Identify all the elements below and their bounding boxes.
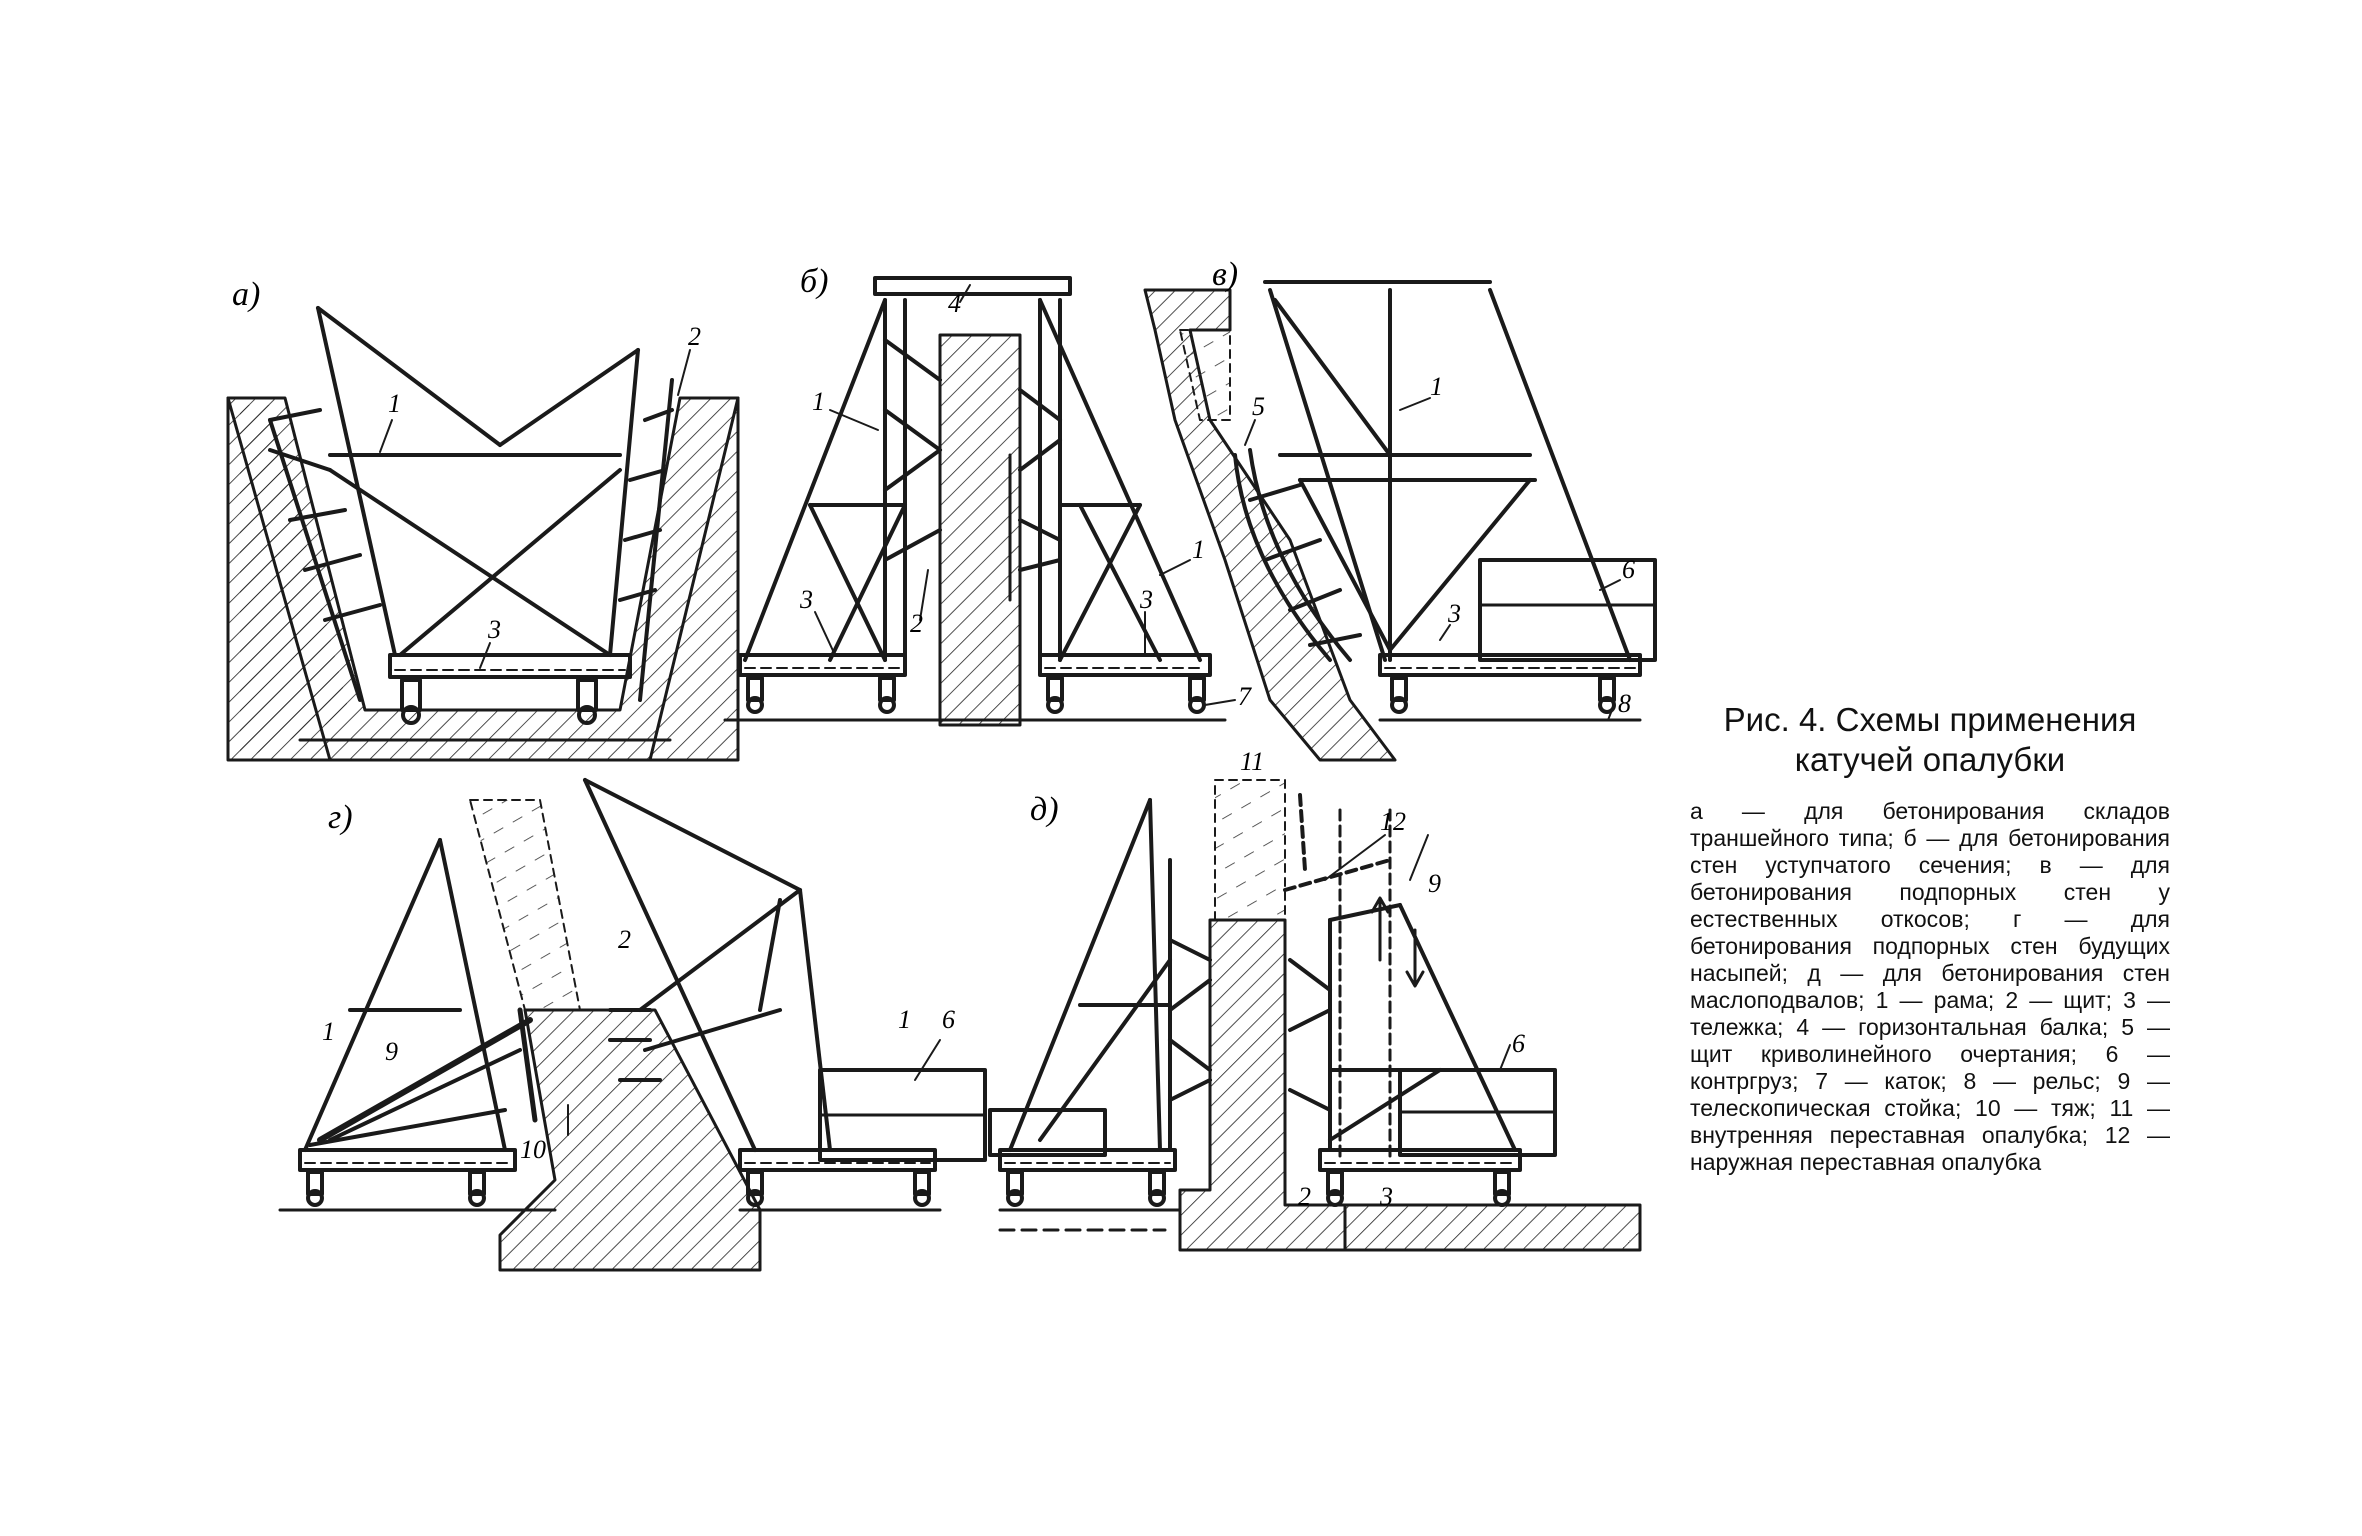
callout-g-6: 6 <box>942 1005 955 1034</box>
figure-caption: Рис. 4. Схемы применения катучей опалубк… <box>1690 700 2170 1176</box>
callout-d-3: 3 <box>1379 1182 1393 1211</box>
callout-b-3-right: 3 <box>1139 585 1153 614</box>
callout-g-10: 10 <box>520 1135 546 1164</box>
horizontal-beam <box>873 276 1072 296</box>
caption-legend: а — для бетонирования складов траншейног… <box>1690 798 2170 1175</box>
panel-label-g: г) <box>328 799 353 836</box>
callout-d-9: 9 <box>1428 869 1441 898</box>
callout-a-1: 1 <box>388 389 401 418</box>
callout-b-1-right: 1 <box>1192 535 1205 564</box>
caption-title-line-1: Рис. 4. Схемы применения <box>1723 701 2137 738</box>
callout-b-7: 7 <box>1238 682 1252 711</box>
callout-g-1-left: 1 <box>322 1017 335 1046</box>
callout-g-1-right: 1 <box>898 1005 911 1034</box>
caption-title: Рис. 4. Схемы применения катучей опалубк… <box>1690 700 2170 780</box>
basement-wall <box>1178 918 1347 1252</box>
counterweight <box>1478 558 1657 662</box>
panel-label-b: б) <box>800 263 828 300</box>
stepped-wall <box>938 333 1022 727</box>
panel-label-a: а) <box>232 276 260 313</box>
callout-g-2: 2 <box>618 925 631 954</box>
callout-b-4: 4 <box>948 289 961 318</box>
panel-b-drawing <box>723 276 1227 727</box>
panel-a-drawing <box>226 306 740 762</box>
callout-v-3: 3 <box>1447 599 1461 628</box>
callout-v-6: 6 <box>1622 555 1635 584</box>
callout-d-6: 6 <box>1512 1029 1525 1058</box>
inner-formwork <box>1214 779 1286 921</box>
frame-right-post <box>608 348 640 657</box>
callout-d-2: 2 <box>1298 1182 1311 1211</box>
caption-title-line-2: катучей опалубки <box>1794 741 2066 778</box>
callout-d-11: 11 <box>1240 747 1264 776</box>
future-embankment <box>469 799 581 1011</box>
callout-v-8: 8 <box>1618 689 1631 718</box>
callout-a-3: 3 <box>487 615 501 644</box>
panel-v-drawing <box>1143 280 1657 762</box>
callout-v-5: 5 <box>1252 392 1265 421</box>
callout-v-1: 1 <box>1430 372 1443 401</box>
telescopic-strut <box>317 1017 533 1143</box>
callout-b-2: 2 <box>910 609 923 638</box>
panel-g-drawing <box>278 778 987 1272</box>
panel-label-d: д) <box>1030 791 1059 828</box>
frame-left-post <box>316 306 397 657</box>
panel-label-v: в) <box>1212 256 1238 293</box>
callout-b-1-left: 1 <box>812 387 825 416</box>
callout-b-3-left: 3 <box>799 585 813 614</box>
panel-d-drawing <box>988 779 1642 1252</box>
callout-a-2: 2 <box>688 322 701 351</box>
callout-d-12: 12 <box>1380 807 1406 836</box>
callout-g-9: 9 <box>385 1037 398 1066</box>
carriage <box>388 653 632 679</box>
